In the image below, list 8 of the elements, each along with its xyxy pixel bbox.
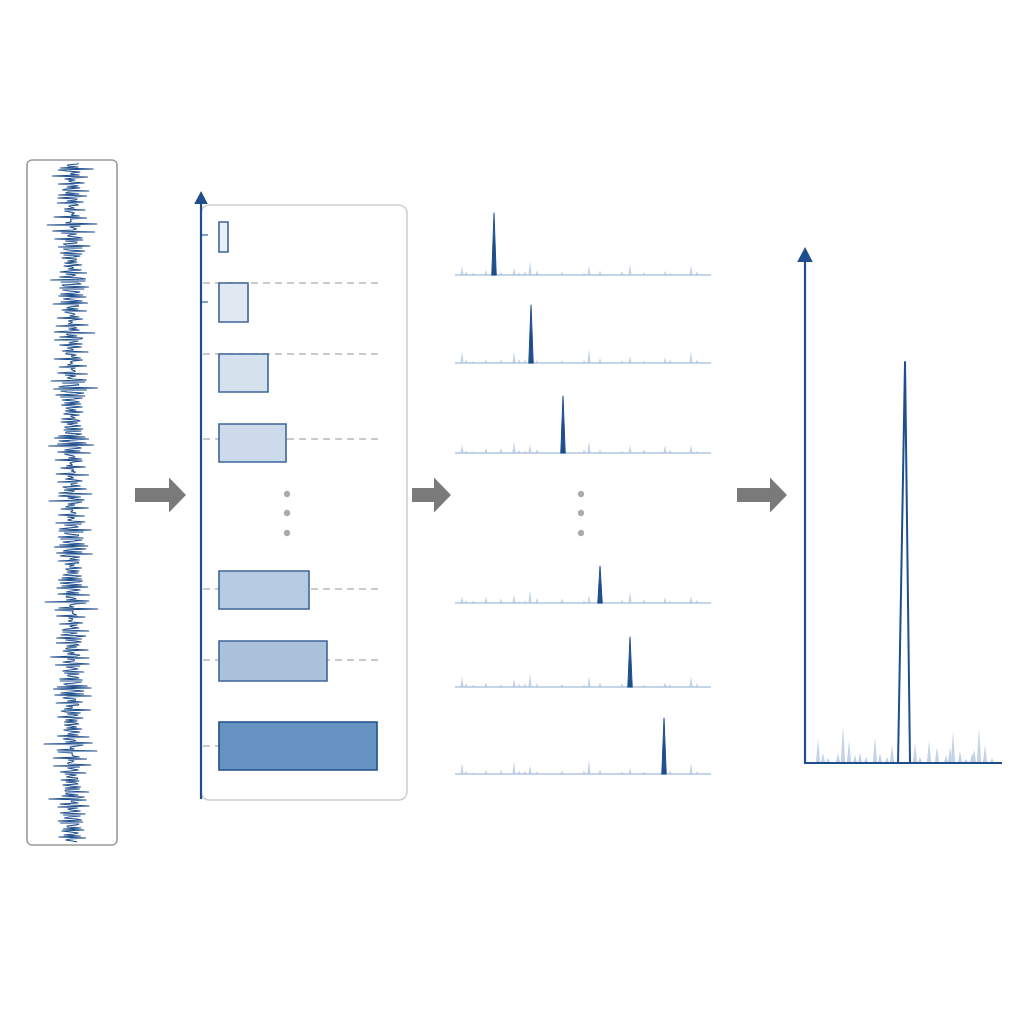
bar: [218, 221, 229, 253]
bar: [218, 640, 328, 682]
bar: [218, 423, 287, 463]
bar: [218, 282, 249, 323]
bar: [218, 570, 310, 610]
bar: [218, 353, 269, 393]
waveform-panel: [26, 159, 118, 846]
bar: [218, 721, 378, 771]
